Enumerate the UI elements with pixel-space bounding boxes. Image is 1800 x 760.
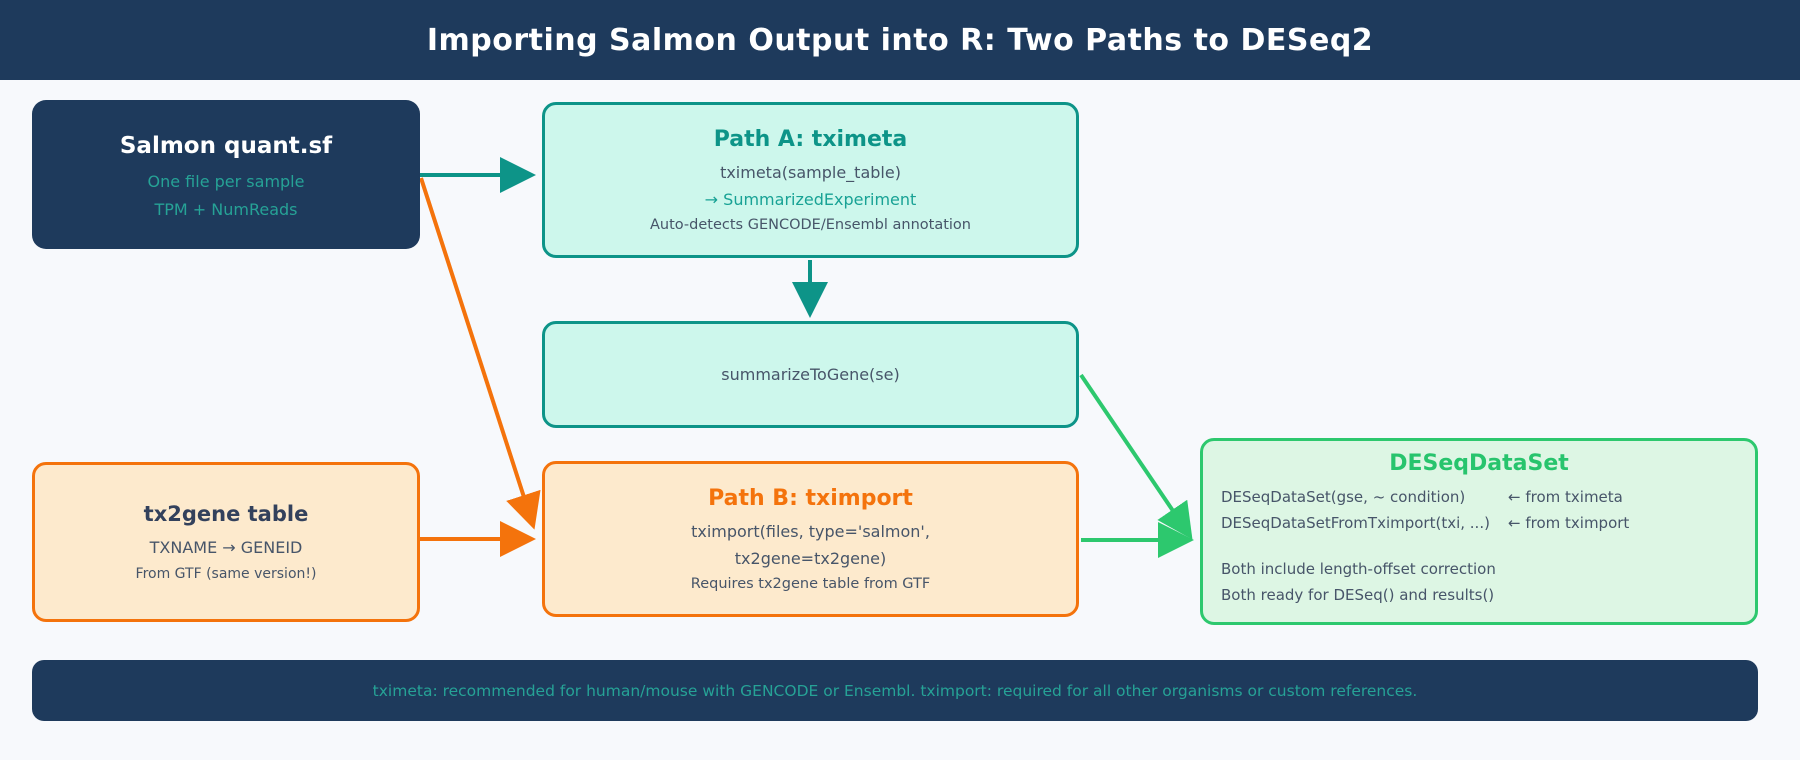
deseq-line: Both include length-offset correction bbox=[1221, 560, 1496, 578]
path-b-note: Requires tx2gene table from GTF bbox=[690, 576, 931, 592]
salmon-box-line: TPM + NumReads bbox=[154, 199, 298, 219]
deseq-row: DESeqDataSetFromTximport(txi, ...) ← fro… bbox=[1221, 510, 1737, 536]
tx2gene-mapping: TXNAME → GENEID bbox=[149, 538, 303, 557]
spacer bbox=[1221, 536, 1737, 556]
path-b-code-line2: tx2gene=tx2gene) bbox=[734, 549, 887, 568]
deseq-row-code: DESeqDataSet(gse, ~ condition) bbox=[1221, 488, 1466, 506]
summarize-code: summarizeToGene(se) bbox=[721, 365, 900, 384]
deseq-row-note: ← from tximeta bbox=[1508, 488, 1623, 506]
deseq-row: DESeqDataSet(gse, ~ condition) ← from tx… bbox=[1221, 484, 1737, 510]
path-b-tximport-box: Path B: tximport tximport(files, type='s… bbox=[542, 461, 1079, 617]
path-a-tximeta-box: Path A: tximeta tximeta(sample_table) → … bbox=[542, 102, 1079, 258]
tx2gene-title: tx2gene table bbox=[143, 502, 309, 526]
path-b-code-line1: tximport(files, type='salmon', bbox=[691, 522, 930, 541]
deseq-line: Both ready for DESeq() and results() bbox=[1221, 586, 1495, 604]
path-a-result: → SummarizedExperiment bbox=[704, 190, 917, 209]
footnote-bar: tximeta: recommended for human/mouse wit… bbox=[32, 660, 1758, 721]
path-a-code: tximeta(sample_table) bbox=[720, 163, 901, 182]
title-bar: Importing Salmon Output into R: Two Path… bbox=[0, 0, 1800, 80]
tx2gene-note: From GTF (same version!) bbox=[135, 566, 317, 582]
arrow-salmon-to-pathb bbox=[419, 177, 541, 530]
deseq-row-code: DESeqDataSetFromTximport(txi, ...) bbox=[1221, 514, 1490, 532]
path-b-title: Path B: tximport bbox=[708, 486, 913, 511]
deseq-dataset-box: DESeqDataSet DESeqDataSet(gse, ~ conditi… bbox=[1200, 438, 1758, 625]
footnote-text: tximeta: recommended for human/mouse wit… bbox=[372, 681, 1418, 700]
path-a-title: Path A: tximeta bbox=[713, 127, 908, 152]
salmon-box-line: One file per sample bbox=[147, 171, 305, 191]
path-a-note: Auto-detects GENCODE/Ensembl annotation bbox=[650, 217, 971, 233]
deseq-row-note: ← from tximport bbox=[1508, 514, 1630, 532]
salmon-quant-box: Salmon quant.sf One file per sample TPM … bbox=[32, 100, 420, 249]
deseq-title: DESeqDataSet bbox=[1389, 451, 1569, 476]
page-title: Importing Salmon Output into R: Two Path… bbox=[426, 22, 1374, 58]
salmon-box-title: Salmon quant.sf bbox=[119, 132, 333, 159]
arrow-summarize-to-deseq bbox=[1079, 373, 1193, 540]
summarize-to-gene-box: summarizeToGene(se) bbox=[542, 321, 1079, 428]
tx2gene-table-box: tx2gene table TXNAME → GENEID From GTF (… bbox=[32, 462, 420, 622]
